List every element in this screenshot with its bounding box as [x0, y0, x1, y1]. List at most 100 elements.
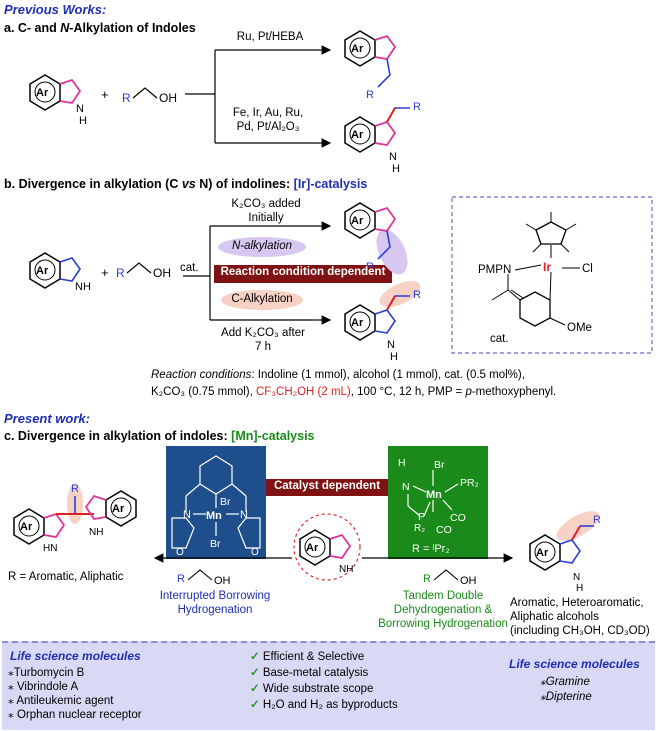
mn-left-mn: Mn — [206, 510, 222, 522]
mn-right-r2: R₂ — [414, 523, 425, 534]
k2co3-after-1: Add K₂CO₃ after — [221, 327, 305, 339]
c3-ar: Ar — [536, 547, 549, 559]
section-c-title-cat: [Mn]-catalysis — [231, 429, 315, 443]
conditions-text-2a: K₂CO₃ (0.75 mmol), — [151, 386, 256, 398]
section-c-title-prefix: c. Divergence in alkylation of indoles: — [4, 429, 232, 443]
section-a-title: a. C- and N-Alkylation of Indoles — [4, 21, 196, 35]
n-label-a1: N — [76, 103, 84, 115]
present-work-header: Present work: — [4, 411, 90, 426]
mn-right-h: H — [398, 457, 406, 469]
previous-works-header: Previous Works: — [4, 2, 107, 17]
interrupted-bh-label-1: Interrupted Borrowing — [159, 590, 271, 602]
h-label-a1: H — [79, 115, 87, 127]
indoline-reactant-b — [29, 252, 81, 289]
ar-label-b1: Ar — [36, 265, 49, 277]
mn-left-o2: O — [251, 547, 259, 558]
ir-catalyst-box — [451, 196, 653, 354]
conditions-text-2c: p — [465, 386, 472, 398]
life-right-item-2: ⁎Dipterine — [540, 691, 592, 703]
ar-label-a1: Ar — [36, 87, 49, 99]
ar-label-b2: Ar — [351, 215, 364, 227]
section-b-title-mid: N) of indolines: — [195, 177, 294, 191]
r-right-c: R — [423, 573, 431, 585]
mn-right-r-def: R = ᴵPr₂ — [412, 543, 450, 555]
ome-label: OMe — [567, 322, 592, 334]
c3-h: H — [576, 583, 583, 594]
mn-right-br: Br — [434, 459, 445, 471]
life-left-item-3: ⁎ Antileukemic agent — [8, 695, 114, 707]
ar-label-a3: Ar — [351, 129, 364, 141]
section-a-title-suffix: -Alkylation of Indoles — [69, 21, 196, 35]
conditions-text-2d: -methoxyphenyl. — [471, 386, 557, 398]
life-left-item-2: ⁎ Vibrindole A — [8, 681, 79, 693]
r-left-c: R — [177, 573, 185, 585]
conditions-text-2b: , 100 °C, 12 h, PMP = — [350, 386, 466, 398]
c-alkylation-label: C-Alkylation — [231, 293, 293, 305]
oh-label-a: OH — [159, 91, 177, 105]
c-alkylation-ellipse — [221, 290, 303, 310]
alcohol-scope-1: Aromatic, Heteroaromatic, — [510, 597, 644, 609]
bis-indolyl-methane-product — [13, 484, 137, 545]
plus-a: + — [101, 87, 109, 102]
mn-right-p: P — [418, 511, 425, 523]
ar-label-a2: Ar — [351, 43, 364, 55]
h-label-b3: H — [390, 351, 398, 363]
n-alkylation-ellipse — [218, 237, 306, 257]
oh-label-b: OH — [153, 266, 171, 280]
center-nh: NH — [339, 564, 353, 575]
ar-label-b3: Ar — [351, 317, 364, 329]
bim-ar-right: Ar — [112, 503, 125, 515]
alcohol-chain-a — [132, 87, 158, 99]
n-alkyl-indole-product-a — [344, 30, 397, 88]
bim-nh: NH — [89, 527, 103, 538]
mn-right-co1: CO — [450, 512, 466, 524]
life-science-left-title: Life science molecules — [10, 649, 141, 663]
bottom-catalysts-a-2: Pd, Pt/Al₂O₃ — [236, 121, 300, 133]
ir-cat-label: cat. — [490, 333, 509, 345]
ir-catalyst-structure — [491, 212, 580, 327]
n-alkyl-indole-product-b — [344, 202, 408, 275]
alcohol-chain-b — [126, 262, 152, 274]
indole-reactant-a — [29, 74, 82, 111]
reaction-condition-text: Reaction condition dependent — [220, 266, 386, 278]
tandem-label-1: Tandem Double — [402, 590, 484, 602]
top-catalysts-a: Ru, Pt/HEBA — [236, 31, 304, 43]
k2co3-initial-2: Initially — [248, 212, 284, 224]
tandem-label-2: Dehydrogenation & — [393, 604, 493, 616]
conditions-label: Reaction conditions — [151, 369, 252, 381]
r-aromatic-aliphatic-label: R = Aromatic, Aliphatic — [8, 571, 124, 583]
r-label-b: R — [116, 266, 125, 280]
mn-right-pr2: PR₂ — [460, 477, 479, 489]
c3-n: N — [573, 572, 580, 583]
mn-left-o1: O — [176, 547, 184, 558]
branch-lines-b — [183, 225, 315, 321]
bim-r: R — [71, 483, 79, 495]
r-label-a3: R — [413, 101, 421, 113]
center-ar: Ar — [306, 542, 319, 554]
life-right-item-1: ⁎Gramine — [540, 676, 590, 688]
c-alkyl-indole-product-b — [344, 281, 421, 341]
r-label-b2: R — [366, 261, 374, 273]
mn-left-br1: Br — [220, 496, 231, 508]
alcohol-right-c — [433, 569, 459, 581]
alcohol-scope-2: Aliphatic alcohols — [510, 611, 599, 623]
c3-r: R — [593, 514, 601, 526]
center-indole — [299, 529, 352, 566]
c-alkyl-indole-product-a — [344, 107, 410, 153]
life-left-item-4: ⁎ Orphan nuclear receptor — [8, 709, 142, 721]
cl-label: Cl — [582, 263, 593, 275]
c3-alkyl-indole-product-c — [529, 511, 600, 571]
life-left-item-1: ⁎Turbomycin B — [8, 667, 85, 679]
conditions-line-1: Reaction conditions: Indoline (1 mmol), … — [151, 369, 525, 381]
section-b-title: b. Divergence in alkylation (C vs N) of … — [4, 177, 367, 191]
bim-ar-left: Ar — [20, 521, 33, 533]
mn-right-catalyst-box — [388, 446, 488, 559]
n-alkylation-label: N-alkylation — [231, 240, 293, 252]
summary-box: Life science molecules ⁎Turbomycin B ⁎ V… — [2, 641, 655, 730]
bottom-catalysts-a-1: Fe, Ir, Au, Ru, — [232, 107, 304, 119]
conditions-line-2: K₂CO₃ (0.75 mmol), CF₃CH₂OH (2 mL), 100 … — [151, 386, 556, 398]
oh-right-c: OH — [460, 575, 477, 587]
feature-item-3: ✓ Wide substrate scope — [250, 683, 374, 695]
ir-label: Ir — [543, 260, 551, 274]
